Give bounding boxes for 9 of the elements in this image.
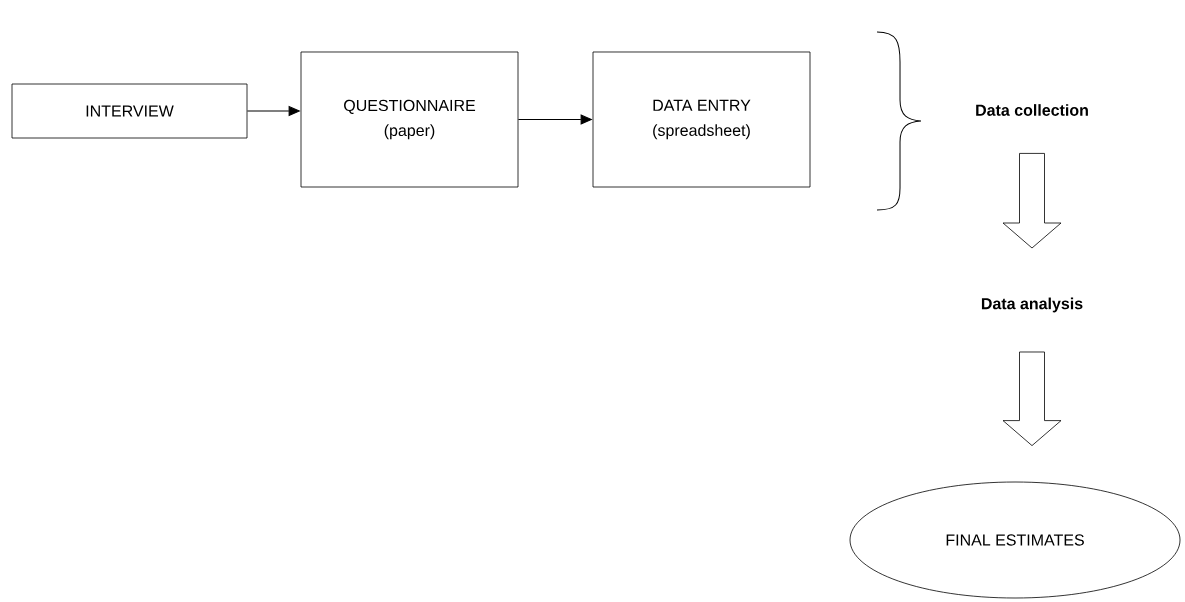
- stage-label: Data collection: [976, 104, 1088, 116]
- arrow: [517, 114, 592, 125]
- process-box: QUESTIONNAIRE (paper): [300, 51, 519, 188]
- block-arrow: [1002, 153, 1062, 249]
- block-arrow: [1002, 351, 1062, 446]
- process-box: DATA ENTRY (spreadsheet): [592, 51, 811, 188]
- arrow: [246, 106, 300, 116]
- process-box: INTERVIEW: [11, 83, 248, 139]
- stage-label: Data analysis: [981, 297, 1083, 313]
